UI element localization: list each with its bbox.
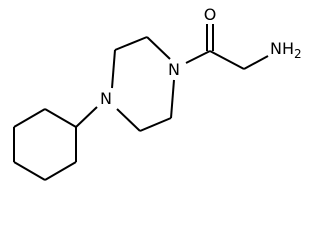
bond — [44, 108, 77, 128]
bond — [44, 161, 77, 181]
amide-nitrogen-atom-label: N — [168, 60, 180, 79]
oxygen-atom-label: O — [204, 5, 217, 24]
cyclohexane-ring — [13, 108, 77, 181]
bond — [13, 108, 46, 128]
bond — [116, 108, 141, 132]
carbonyl-double-bond — [206, 24, 214, 51]
bond — [114, 36, 148, 51]
amine-atom-label: NH2 — [270, 39, 302, 61]
chemical-structure-diagram: O NH2 N N — [13, 5, 302, 181]
bond-carbonyl-to-methylene — [209, 50, 245, 70]
bond — [13, 161, 46, 181]
ring-nitrogen-atom-label: N — [100, 89, 112, 108]
bond — [146, 36, 171, 60]
bond-methylene-to-amine — [243, 55, 269, 70]
bond — [139, 117, 172, 132]
bond-cyclohexyl-to-nitrogen — [75, 106, 98, 128]
bond-nitrogen-to-carbonyl — [185, 50, 211, 64]
bond — [170, 79, 175, 119]
piperazine-ring — [111, 36, 175, 132]
bond — [111, 49, 116, 89]
